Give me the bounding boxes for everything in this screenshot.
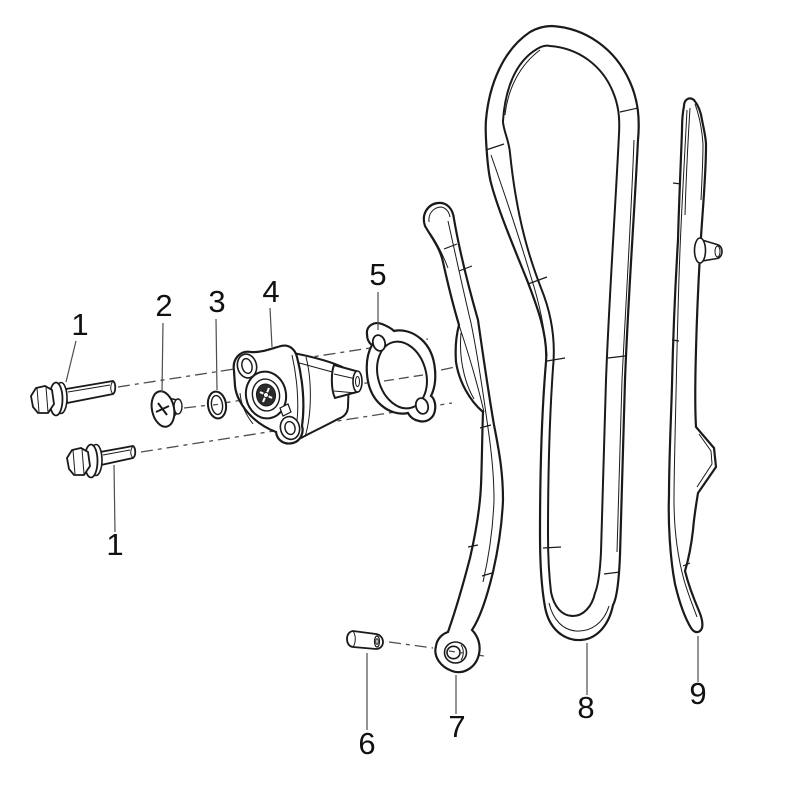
tensioner-body-seam	[304, 356, 311, 438]
tensioner-blade	[422, 201, 505, 674]
guide-face-lines	[673, 103, 713, 618]
chain-guide-rail	[667, 97, 723, 634]
gasket-center-hole	[376, 340, 428, 410]
part-number-label: 1	[71, 307, 88, 342]
bolt-shaft-line	[67, 384, 111, 393]
blade-detail-lines	[428, 206, 495, 583]
tensioner-hex-end	[330, 363, 363, 400]
bolt-hex-head	[66, 447, 91, 476]
bolt-hex-head	[30, 385, 55, 414]
pin-left-cap-line	[352, 630, 356, 648]
part-number-label: 2	[155, 288, 172, 323]
part-number-label: 5	[369, 257, 386, 292]
plug-cross-slot	[155, 402, 170, 416]
flange-bolt-lower	[66, 443, 137, 479]
bolt-hex-facets	[36, 386, 49, 413]
tensioner-mount-ear-lower	[279, 415, 301, 441]
pin-body	[346, 630, 384, 650]
centerline-through-gasket	[383, 374, 424, 382]
pin-bore	[375, 638, 379, 645]
leader-line	[269, 307, 273, 348]
part-number-label: 7	[448, 709, 465, 744]
part-number-label: 6	[358, 726, 375, 761]
dowel-pin	[346, 630, 384, 650]
bolt-shaft	[99, 445, 137, 467]
gasket-bolt-hole-upper	[371, 334, 387, 352]
callout-1-upper: 1	[65, 307, 89, 383]
tensioner-mount-ear-upper	[236, 353, 258, 379]
chain-inner-outline	[501, 44, 621, 618]
leader-line	[161, 322, 164, 393]
leader-line	[215, 318, 218, 391]
timing-chain	[484, 24, 640, 642]
o-ring-inner	[210, 394, 224, 416]
bolt-hex-facets	[72, 448, 85, 475]
tensioner-end-cap	[352, 370, 363, 393]
guide-locating-peg	[693, 237, 723, 264]
part-number-label: 4	[262, 274, 279, 309]
pin-end-face	[373, 635, 381, 648]
bolt-shaft	[65, 380, 117, 405]
tensioner-gasket	[365, 322, 437, 423]
callout-2: 2	[155, 288, 173, 393]
part-number-label: 9	[689, 676, 706, 711]
flange-bolt-upper	[30, 380, 117, 417]
callout-9: 9	[689, 636, 707, 711]
callouts: 1 1 2 3 4 5 6 7	[65, 257, 707, 761]
guide-ticks	[671, 182, 691, 567]
bolt-shaft-tip	[110, 380, 114, 395]
part-number-label: 1	[106, 527, 123, 562]
callout-5: 5	[369, 257, 387, 330]
gasket-bolt-hole-lower	[414, 397, 430, 415]
callout-1-lower: 1	[106, 464, 124, 562]
part-number-label: 3	[208, 284, 225, 319]
guide-outline	[667, 97, 718, 634]
blade-ticks	[443, 243, 493, 577]
o-ring	[206, 390, 228, 420]
blade-pivot-eye	[443, 641, 468, 664]
tensioner-pawl	[279, 403, 292, 417]
part-number-label: 8	[577, 690, 594, 725]
callout-7: 7	[448, 675, 466, 744]
bolt-shaft-line	[102, 449, 131, 456]
leader-line	[113, 464, 116, 533]
leader-line	[65, 340, 77, 383]
callout-6: 6	[358, 653, 376, 761]
callout-8: 8	[577, 643, 595, 725]
blade-outline	[422, 201, 505, 674]
bolt-shaft-tip	[130, 445, 134, 459]
chain-link-ticks	[485, 107, 639, 575]
sealing-plug-screw	[150, 390, 183, 428]
chain-bevel-lines	[490, 49, 635, 632]
centerline-through-eye	[448, 650, 464, 654]
callout-3: 3	[208, 284, 226, 391]
tensioner-ratchet-boss	[244, 370, 288, 420]
centerline-pin-axis	[388, 641, 434, 649]
callout-4: 4	[262, 274, 280, 348]
chain-tensioner	[232, 344, 363, 445]
centerline-through-o-ring	[212, 403, 222, 406]
